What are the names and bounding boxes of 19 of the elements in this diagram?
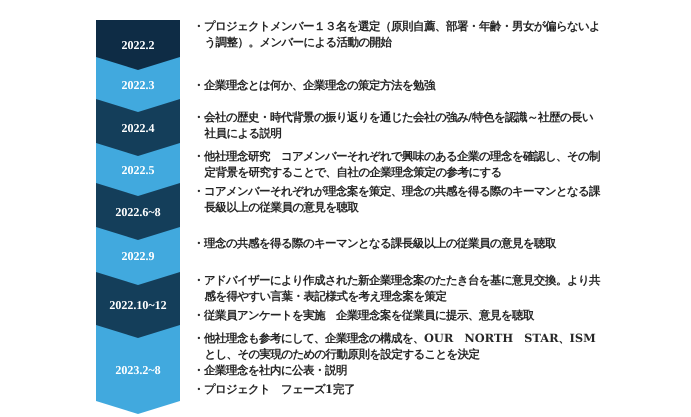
step-description: ・プロジェクト フェーズ1完了 — [193, 382, 356, 398]
step-description: ・理念の共感を得る際のキーマンとなる課長級以上の従業員の意見を聴取 — [193, 236, 558, 252]
step-description: ・企業理念を社内に公表・説明 — [193, 363, 348, 379]
step-description: ・従業員アンケートを実施 企業理念案を従業員に提示、意見を聴取 — [193, 308, 536, 324]
date-label: 2022.3 — [122, 76, 154, 92]
step-description: ・他社理念も参考にして、企業理念の構成を、OUR NORTH STAR、ISMとし、その実現のための行動原則を設定することを決定 — [193, 331, 597, 362]
date-label: 2022.2 — [122, 37, 154, 53]
date-label: 2022.4 — [122, 120, 154, 136]
date-label: 2022.10~12 — [109, 297, 167, 313]
date-label: 2023.2~8 — [115, 362, 161, 378]
step-description: ・プロジェクトメンバー１３名を選定（原則自薦、部署・年齢・男女が偏らないよう調整）。メンバーによる活動の開始 — [193, 19, 601, 50]
step-description: ・コアメンバーそれぞれが理念案を策定、理念の共感を得る際のキーマンとなる課長級以上の従業員の意見を聴取 — [193, 184, 602, 216]
date-label: 2022.5 — [122, 162, 154, 178]
step-description: ・他社理念研究 コアメンバーそれぞれで興味のある企業の理念を確認し、その制定背景を研究することで、自社の企業理念策定の参考にする — [193, 149, 601, 180]
step-description: ・会社の歴史・時代背景の振り返りを通じた会社の強み/特色を認識～社歴の長い社員による説明 — [193, 110, 594, 142]
date-label: 2022.9 — [122, 248, 154, 264]
date-label: 2022.6~8 — [115, 204, 161, 220]
step-description: ・企業理念とは何か、企業理念の策定方法を勉強 — [193, 78, 437, 94]
step-description: ・アドバイザーにより作成された新企業理念案のたたき台を基に意見交換。より共感を得やすい言葉・表記様式を考え理念案を策定 — [193, 273, 602, 304]
